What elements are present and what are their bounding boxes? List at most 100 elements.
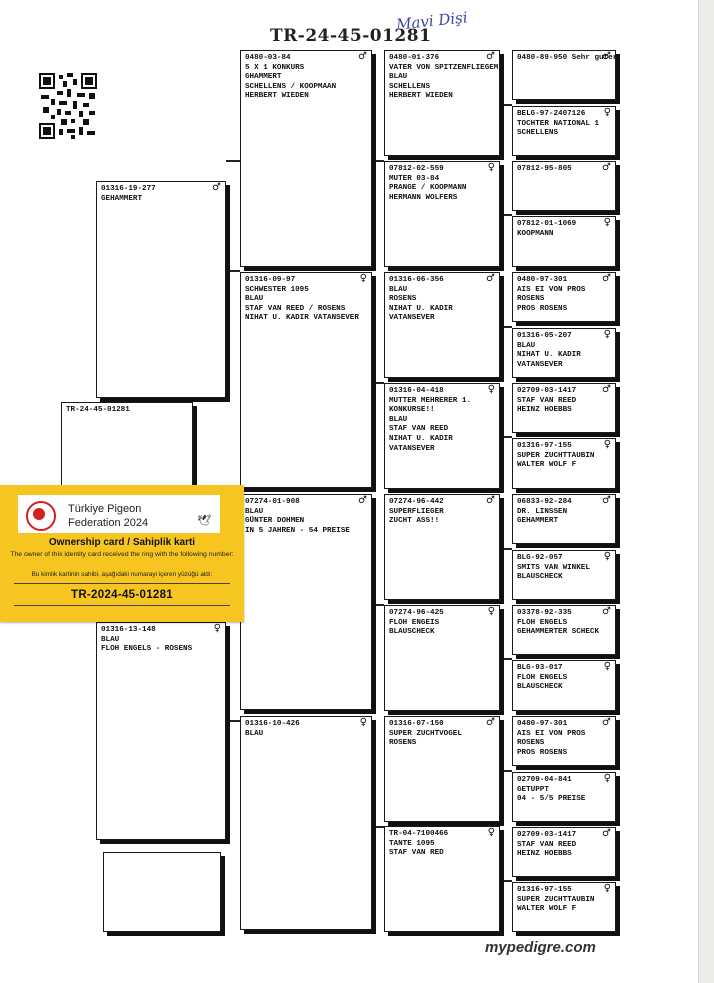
pigeon-detail: GETUPPT	[517, 785, 549, 794]
pigeon-detail: VATANSEVER	[389, 444, 435, 453]
pigeon-detail: ROSENS	[517, 739, 545, 748]
ownership-card: Türkiye Pigeon Federation 2024 🕊 Ownersh…	[0, 485, 244, 622]
pigeon-detail: GEHAMMERTER SCHECK	[517, 628, 600, 637]
pigeon-detail: STAF VAN REED	[389, 425, 449, 434]
pigeon-detail: NIHAT U. KADIR	[389, 304, 453, 313]
ring-number: 07812-95-805	[517, 165, 572, 173]
male-icon: ♂	[486, 51, 495, 62]
female-icon: ♀	[603, 773, 611, 784]
ring-number: 01316-06-356	[389, 276, 444, 284]
connector-line	[500, 214, 512, 216]
ring-number: 0480-01-376	[389, 54, 440, 62]
pigeon-box-sire[interactable]: 01316-19-277♂GEHAMMERT	[96, 181, 226, 398]
pigeon-detail: TANTE 1095	[389, 839, 435, 848]
pigeon-detail: VATANSEVER	[517, 360, 563, 369]
federation-name: Türkiye Pigeon	[68, 503, 142, 515]
ring-number: BLG-93-017	[517, 664, 563, 672]
female-icon: ♀	[213, 623, 221, 634]
pigeon-detail: BLAU	[389, 285, 408, 294]
card-header: Türkiye Pigeon Federation 2024 🕊	[18, 495, 220, 533]
connector-line	[500, 658, 512, 660]
pigeon-detail: MUTER 03-84	[389, 174, 440, 183]
pigeon-box-sdd[interactable]: 01316-04-418♀MUTTER MEHRERER 1.KONKURSE!…	[384, 383, 500, 489]
card-title: Ownership card / Sahiplik karti	[48, 537, 196, 548]
pigeon-detail: STAF VAN RED	[389, 849, 444, 858]
pigeon-detail: SCHELLENS	[517, 129, 559, 138]
pigeon-box-g4-1[interactable]: 0480-89-950 Sehr guter Zuchtvogel♂	[512, 50, 616, 100]
connector-line	[500, 436, 512, 438]
pigeon-detail: HERBERT WIEDEN	[389, 92, 453, 101]
pigeon-detail: NIHAT U. KADIR VATANSEVER	[245, 314, 359, 323]
connector-line	[372, 160, 384, 162]
pigeon-detail: BLAU	[245, 295, 264, 304]
pigeon-detail: FLOH ENGEIS	[389, 618, 440, 627]
pigeon-detail: TOCHTER NATIONAL 1	[517, 119, 600, 128]
federation-year: Federation 2024	[68, 517, 149, 529]
pigeon-detail: BLAU	[517, 341, 536, 350]
male-icon: ♂	[486, 273, 495, 284]
federation-seal-icon	[26, 501, 56, 531]
ring-number: 0480-03-84	[245, 54, 291, 62]
female-icon: ♀	[603, 551, 611, 562]
female-icon: ♀	[603, 217, 611, 228]
pigeon-detail: IN 5 JAHREN - 54 PREISE	[245, 526, 350, 535]
pigeon-detail: ROSENS	[389, 295, 417, 304]
pigeon-detail: VATER VON SPITZENFLIEGEM	[389, 63, 499, 72]
pigeon-detail: SUPER ZUCHTVOGEL	[389, 729, 462, 738]
pigeon-detail: BLAU	[101, 635, 120, 644]
pigeon-detail: SUPER ZUCHTTAUBIN	[517, 895, 595, 904]
female-icon: ♀	[603, 661, 611, 672]
female-icon: ♀	[487, 384, 495, 395]
pigeon-box-g4-4[interactable]: 07812-01-1069♀KOOPMANN	[512, 216, 616, 267]
ring-number: 02709-04-841	[517, 776, 572, 784]
pigeon-box-blank	[103, 852, 221, 932]
ring-number: BLG-92-057	[517, 554, 563, 562]
ring-number: 0480-97-301	[517, 720, 568, 728]
connector-line	[500, 880, 512, 882]
ring-number: TR-04-7100466	[389, 830, 449, 838]
pigeon-detail: KOOPMANN	[517, 229, 554, 238]
pigeon-detail: ROSENS	[389, 739, 417, 748]
female-icon: ♀	[487, 162, 495, 173]
male-icon: ♂	[602, 384, 611, 395]
pigeon-box-subject[interactable]: TR-24-45-01281	[61, 402, 193, 490]
pigeon-detail: KONKURSE!!	[389, 406, 435, 415]
pigeon-detail: AIS EI VON PROS	[517, 729, 586, 738]
female-icon: ♀	[603, 329, 611, 340]
pigeon-box-g4-3[interactable]: 07812-95-805♂	[512, 161, 616, 211]
pigeon-detail: AIS EI VON PROS	[517, 285, 586, 294]
pigeon-box-dam-dam[interactable]: 01316-10-426♀BLAU	[240, 716, 372, 930]
pedigree-title: TR-24-45-01281	[270, 26, 432, 46]
pigeon-detail: STAF VAN REED	[517, 396, 577, 405]
pigeon-detail: MUTTER MEHRERER 1.	[389, 396, 472, 405]
ring-number: 07274-96-425	[389, 609, 444, 617]
connector-line	[500, 104, 512, 106]
male-icon: ♂	[602, 495, 611, 506]
pigeon-detail: 04 - 5/5 PREISE	[517, 795, 586, 804]
male-icon: ♂	[602, 828, 611, 839]
